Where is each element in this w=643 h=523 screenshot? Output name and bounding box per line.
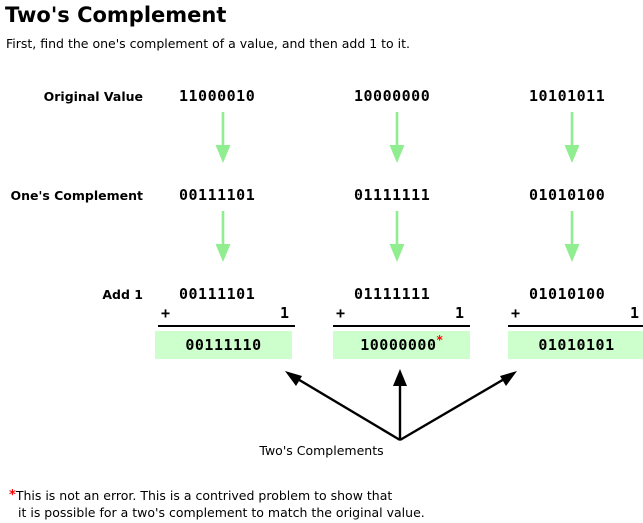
sum-rule-col1 [158, 325, 295, 327]
down-arrow-icon-col1-row2 [213, 211, 233, 263]
asterisk-marker-col2: * [436, 333, 443, 347]
row-label-original-value: Original Value [43, 89, 143, 104]
original-value-col3: 10101011 [529, 87, 606, 105]
result-box-col3: 01010101 [508, 331, 643, 359]
plus-sign-col1: + [161, 304, 171, 322]
footnote-asterisk-marker: * [9, 488, 16, 503]
add1-operand-col1: 00111101 [179, 285, 256, 303]
add1-operand-col2: 01111111 [354, 285, 431, 303]
original-value-col1: 11000010 [179, 87, 256, 105]
down-arrow-icon-col3-row2 [562, 211, 582, 263]
addend-value-col2: 1 [454, 304, 464, 322]
down-arrow-icon-col2-row2 [387, 211, 407, 263]
page-title: Two's Complement [5, 3, 227, 27]
addend-row-col1: + 1 [158, 304, 295, 322]
addend-row-col3: + 1 [508, 304, 643, 322]
footnote-line-1: This is not an error. This is a contrive… [15, 488, 393, 503]
ones-complement-col1: 00111101 [179, 186, 256, 204]
result-box-col2: 10000000* [333, 331, 470, 359]
ones-complement-col3: 01010100 [529, 186, 606, 204]
plus-sign-col3: + [511, 304, 521, 322]
row-label-add-1: Add 1 [102, 287, 143, 302]
footnote-line-2: it is possible for a two's complement to… [18, 505, 425, 520]
row-label-ones-complement: One's Complement [10, 188, 144, 203]
result-value-col1: 00111110 [185, 336, 262, 354]
footnote: *This is not an error. This is a contriv… [9, 487, 425, 521]
result-value-col3: 01010101 [538, 336, 615, 354]
result-box-col1: 00111110 [155, 331, 292, 359]
ones-complement-col2: 01111111 [354, 186, 431, 204]
page-subtitle: First, find the one's complement of a va… [6, 36, 411, 51]
addend-value-col1: 1 [279, 304, 289, 322]
original-value-col2: 10000000 [354, 87, 431, 105]
plus-sign-col2: + [336, 304, 346, 322]
down-arrow-icon-col2-row1 [387, 112, 407, 164]
addend-value-col3: 1 [629, 304, 639, 322]
addend-row-col2: + 1 [333, 304, 470, 322]
add1-operand-col3: 01010100 [529, 285, 606, 303]
sum-rule-col2 [333, 325, 470, 327]
result-value-col2: 10000000 [360, 336, 437, 354]
twos-complement-callout-arrows [270, 365, 540, 445]
down-arrow-icon-col3-row1 [562, 112, 582, 164]
twos-complements-caption: Two's Complements [259, 443, 384, 458]
sum-rule-col3 [508, 325, 643, 327]
down-arrow-icon-col1-row1 [213, 112, 233, 164]
